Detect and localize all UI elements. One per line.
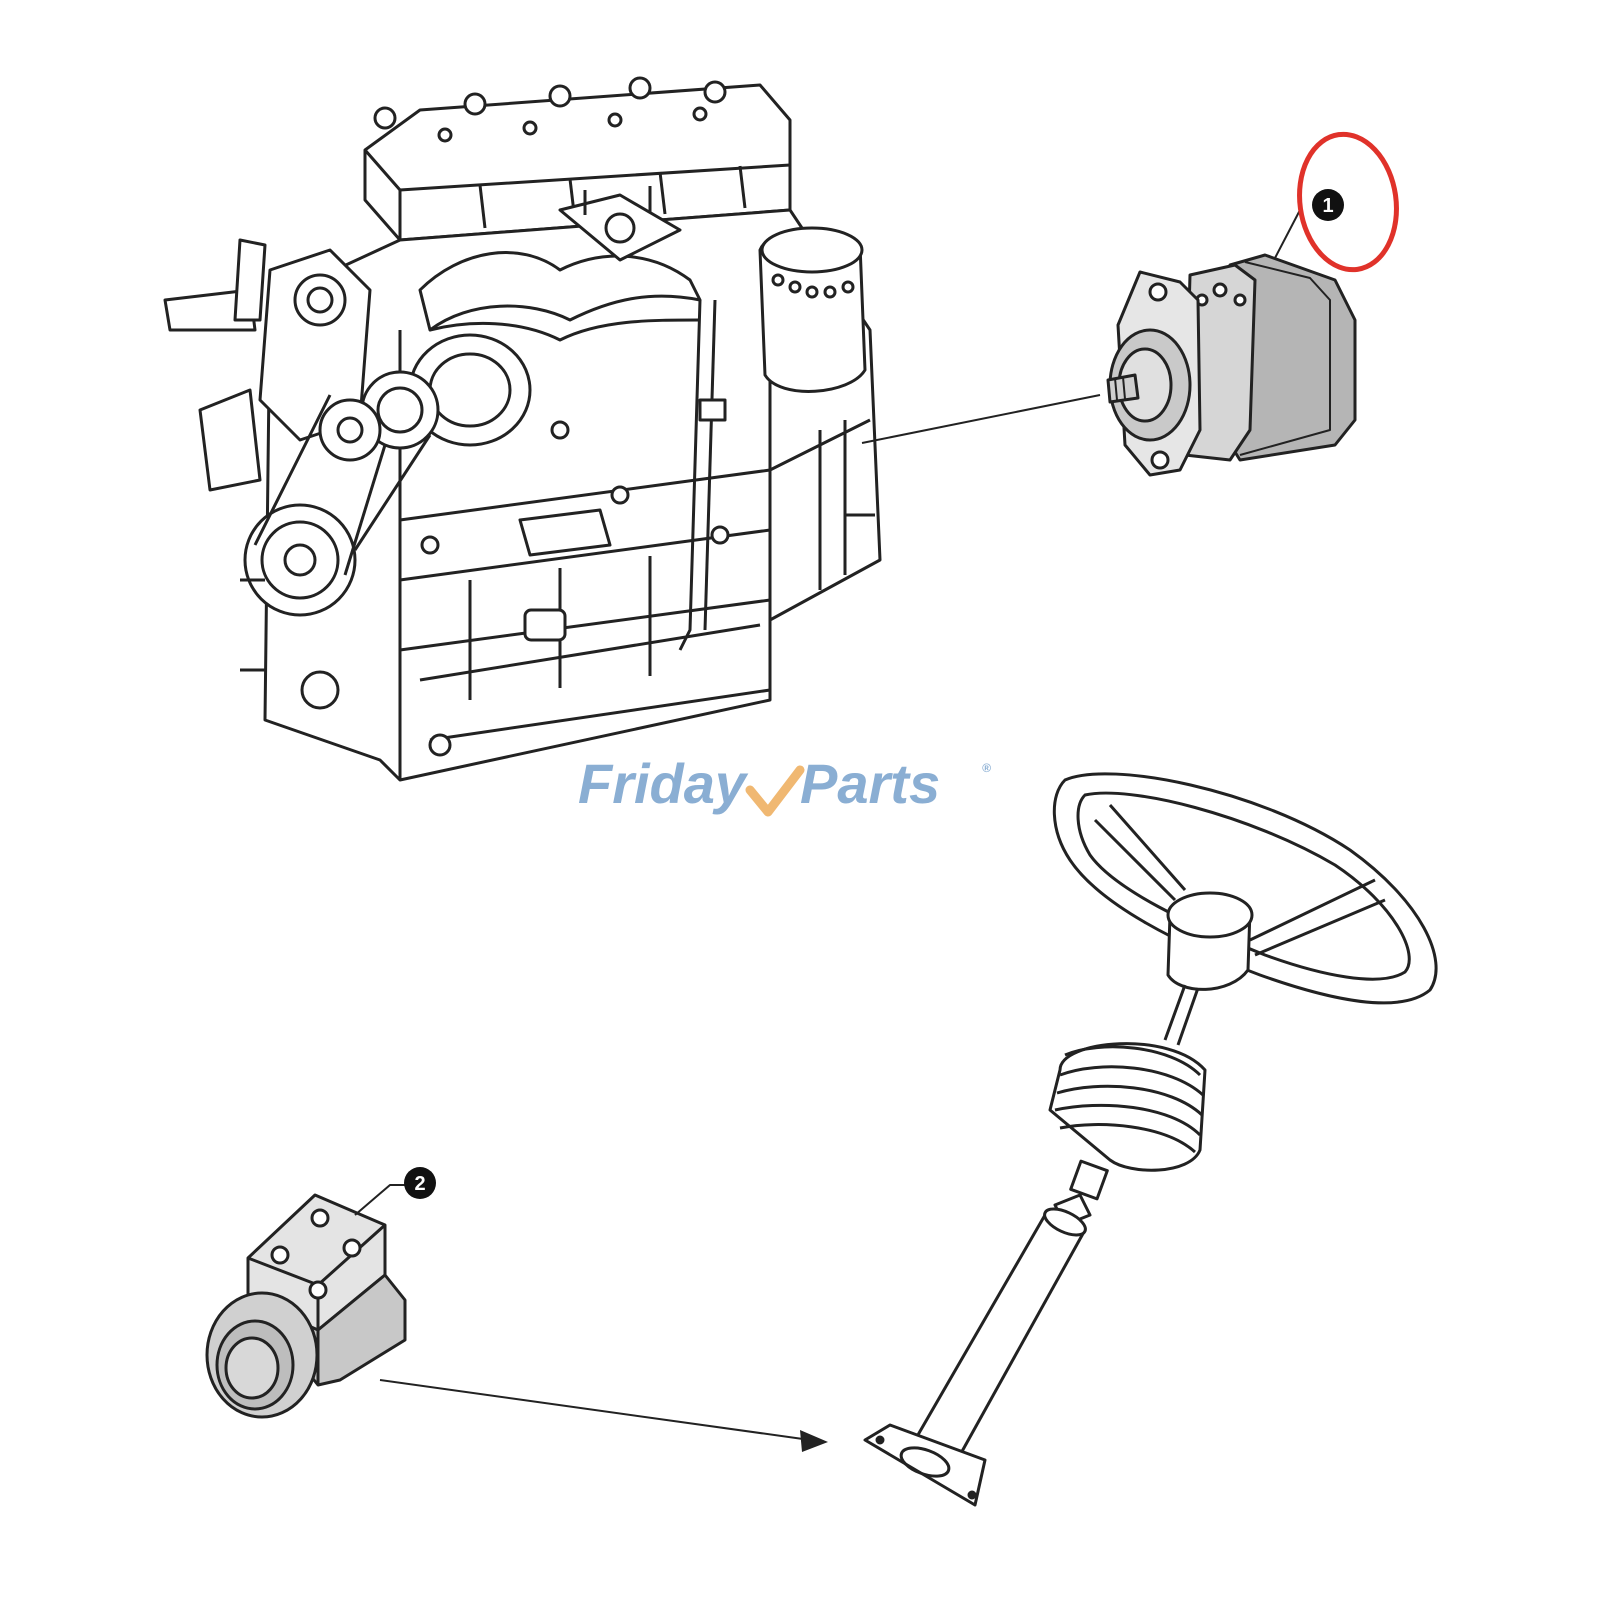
highlight-ring — [1297, 131, 1399, 273]
fridayparts-logo: Friday Parts ® — [578, 752, 991, 817]
callout-1[interactable]: 1 — [1312, 189, 1344, 221]
steering-unit-drawing — [205, 1184, 828, 1452]
hydraulic-pump-drawing — [861, 209, 1357, 477]
callout-1-label: 1 — [1322, 195, 1333, 217]
logo-text-friday: Friday — [578, 752, 749, 815]
logo-text-parts: Parts — [800, 752, 940, 815]
engine-drawing — [163, 76, 882, 782]
callout-2[interactable]: 2 — [404, 1167, 436, 1199]
steering-column-drawing — [863, 772, 1438, 1507]
logo-checkmark — [745, 765, 805, 817]
logo-registered-mark: ® — [982, 761, 991, 775]
callout-1-bubble — [1312, 189, 1344, 221]
callout-2-label: 2 — [414, 1173, 425, 1195]
callout-2-bubble — [404, 1167, 436, 1199]
